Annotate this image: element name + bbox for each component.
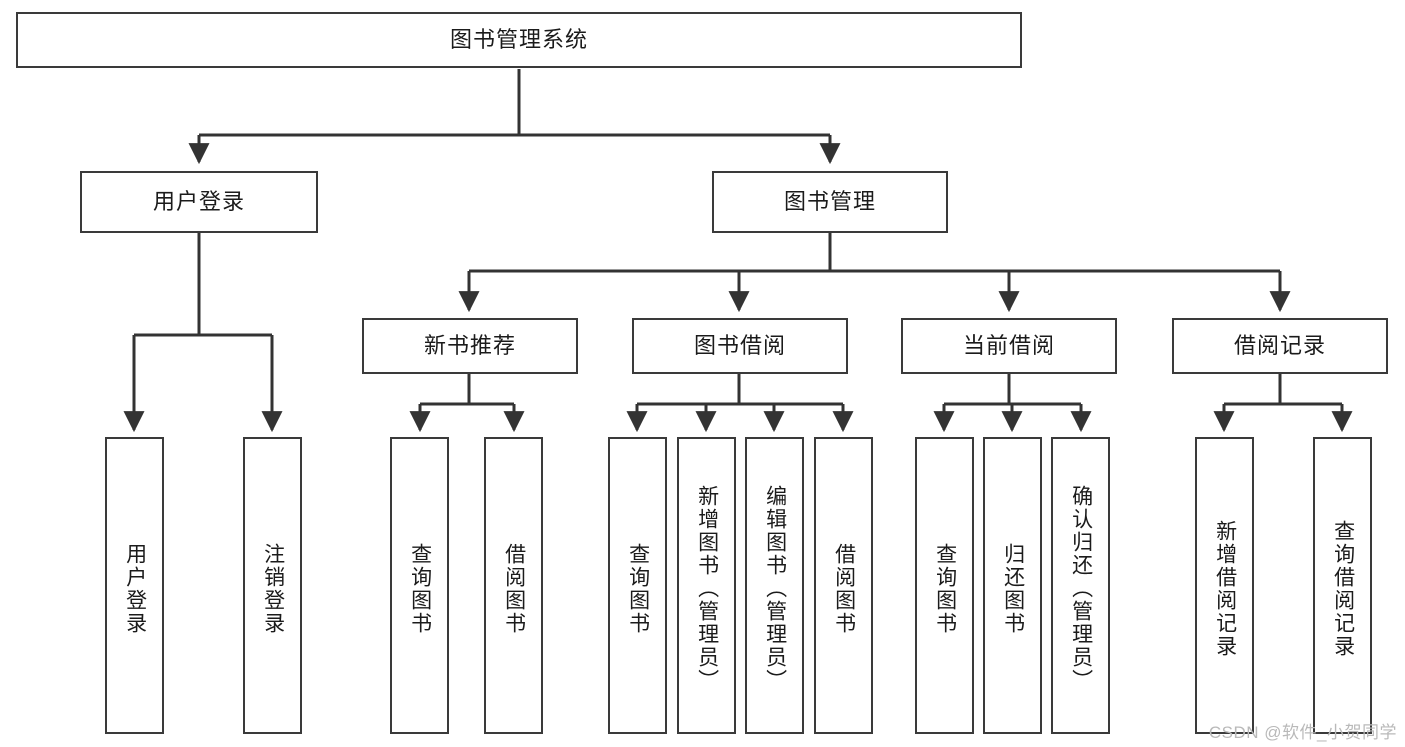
node-leaf-confirm-return-label: 确认归还（管理员）: [1069, 485, 1093, 692]
node-leaf-borrow-book[interactable]: 借阅图书: [814, 437, 873, 734]
node-leaf-edit-book-label: 编辑图书（管理员）: [763, 485, 787, 692]
node-leaf-query-book-recommend[interactable]: 查询图书: [390, 437, 449, 734]
node-leaf-query-book-current-label: 查询图书: [933, 542, 957, 635]
node-borrow-record-label: 借阅记录: [1233, 332, 1326, 358]
node-leaf-add-book[interactable]: 新增图书（管理员）: [677, 437, 736, 734]
node-leaf-user-login[interactable]: 用户登录: [105, 437, 164, 734]
node-user-login-label: 用户登录: [152, 188, 245, 214]
node-leaf-query-book-current[interactable]: 查询图书: [915, 437, 974, 734]
node-root[interactable]: 图书管理系统: [16, 12, 1022, 68]
node-leaf-return-book[interactable]: 归还图书: [983, 437, 1042, 734]
node-leaf-query-borrow-record-label: 查询借阅记录: [1331, 519, 1355, 658]
node-leaf-borrow-book-recommend[interactable]: 借阅图书: [484, 437, 543, 734]
node-leaf-user-logout[interactable]: 注销登录: [243, 437, 302, 734]
node-current-borrow-label: 当前借阅: [962, 332, 1055, 358]
node-book-management-label: 图书管理: [783, 188, 876, 214]
node-book-borrow[interactable]: 图书借阅: [632, 318, 848, 374]
node-leaf-borrow-book-label: 借阅图书: [832, 542, 856, 635]
node-user-login[interactable]: 用户登录: [80, 171, 318, 233]
node-leaf-borrow-book-recommend-label: 借阅图书: [502, 542, 526, 635]
node-new-book-recommend-label: 新书推荐: [423, 332, 516, 358]
node-leaf-query-book-borrow-label: 查询图书: [626, 542, 650, 635]
node-current-borrow[interactable]: 当前借阅: [901, 318, 1117, 374]
node-borrow-record[interactable]: 借阅记录: [1172, 318, 1388, 374]
node-leaf-add-book-label: 新增图书（管理员）: [695, 485, 719, 692]
node-leaf-user-login-label: 用户登录: [123, 542, 147, 635]
node-leaf-confirm-return[interactable]: 确认归还（管理员）: [1051, 437, 1110, 734]
node-leaf-add-borrow-record[interactable]: 新增借阅记录: [1195, 437, 1254, 734]
node-leaf-query-borrow-record[interactable]: 查询借阅记录: [1313, 437, 1372, 734]
node-leaf-return-book-label: 归还图书: [1001, 542, 1025, 635]
node-book-borrow-label: 图书借阅: [693, 332, 786, 358]
node-new-book-recommend[interactable]: 新书推荐: [362, 318, 578, 374]
node-book-management[interactable]: 图书管理: [712, 171, 948, 233]
node-leaf-edit-book[interactable]: 编辑图书（管理员）: [745, 437, 804, 734]
node-leaf-add-borrow-record-label: 新增借阅记录: [1213, 519, 1237, 658]
node-leaf-user-logout-label: 注销登录: [261, 542, 285, 635]
node-leaf-query-book-recommend-label: 查询图书: [408, 542, 432, 635]
node-leaf-query-book-borrow[interactable]: 查询图书: [608, 437, 667, 734]
watermark: CSDN @软件_小贺同学: [1208, 723, 1397, 742]
node-root-label: 图书管理系统: [449, 26, 588, 52]
